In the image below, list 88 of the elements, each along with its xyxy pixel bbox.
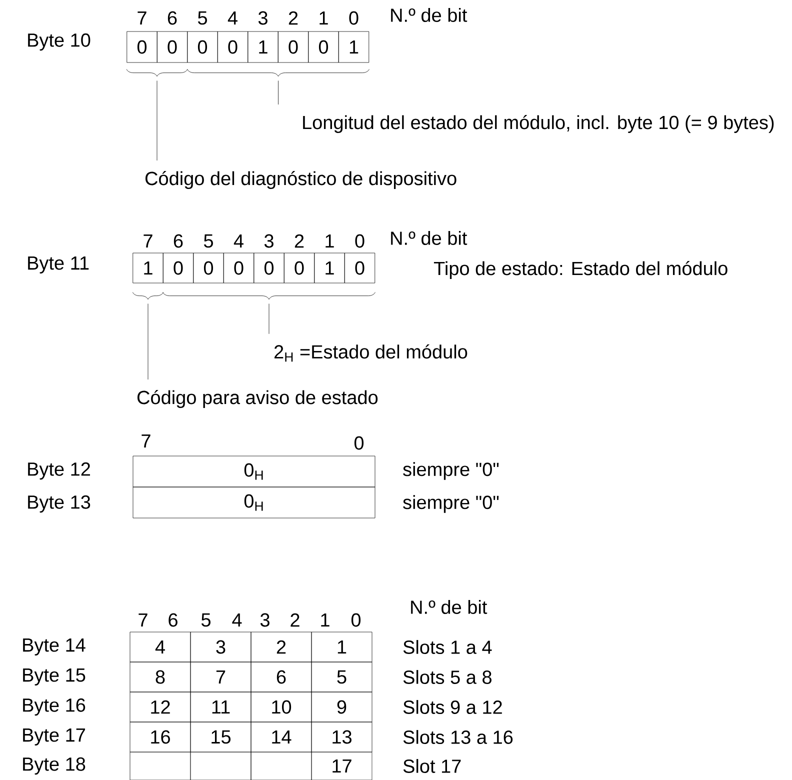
slot-cell: 8: [130, 662, 191, 692]
leader-text: Longitud del estado del módulo, incl. byte 10 (= 9 bytes): [303, 115, 774, 133]
bit-number: 7: [144, 234, 152, 248]
bit-number: 6: [174, 234, 183, 248]
bit-number: 7: [142, 434, 150, 448]
bit-cell: 0: [156, 31, 188, 63]
bit-cell: 0: [308, 31, 339, 63]
bit-cell: 1: [248, 31, 278, 63]
bit-cell: 0: [278, 31, 309, 63]
leader-line: [268, 304, 270, 334]
bit-number: 3: [260, 613, 270, 627]
byte-label: Byte 15: [23, 668, 86, 686]
leader-text: Código para aviso de estado: [138, 390, 378, 408]
leader-line: [156, 80, 158, 161]
bit-number: 0: [355, 234, 364, 248]
slot-cell: 1: [311, 632, 372, 662]
slot-cell: 10: [250, 692, 312, 722]
leader-text: Código del diagnóstico de dispositivo: [146, 171, 456, 189]
bit-number: 4: [234, 234, 244, 248]
bit-cell: 0: [284, 252, 315, 284]
brace: [126, 69, 188, 76]
byte-label: Byte 11: [28, 256, 89, 274]
bit-cell: 0: [193, 252, 224, 284]
bit-number: 4: [232, 613, 242, 627]
bit-number: 5: [201, 613, 210, 627]
bit-cell: 0: [162, 252, 194, 284]
bit-cell: 0: [217, 31, 248, 63]
bit-number: 4: [228, 11, 238, 25]
bit-number: 0: [354, 436, 364, 450]
byte-label: Byte 18: [23, 757, 86, 775]
slot-cell: 6: [250, 662, 312, 692]
bit-number: 1: [321, 613, 330, 627]
bit-number: 5: [198, 11, 207, 25]
byte-label: Byte 14: [23, 638, 86, 656]
bit-number: 6: [168, 11, 177, 25]
bit-number: 7: [138, 11, 146, 25]
bit-cell: 0: [344, 252, 376, 284]
slot-cell: 15: [190, 722, 252, 752]
slot-cell: 13: [311, 722, 372, 752]
brace: [132, 292, 164, 300]
bit-cell: 0: [254, 252, 284, 284]
bit-number: 3: [264, 234, 274, 248]
note: Slots 13 a 16: [403, 730, 513, 744]
slot-cell: 12: [130, 692, 191, 722]
bit-number: 0: [349, 11, 358, 25]
bit-number: 6: [168, 613, 178, 627]
slot-cell: 16: [130, 722, 191, 752]
bit-number: 1: [326, 234, 334, 248]
slot-cell: 2: [250, 632, 312, 662]
slot-cell: 4: [130, 632, 191, 662]
bit-number: 2: [290, 613, 300, 627]
note: siempre "0": [403, 495, 499, 513]
slot-cell: 7: [190, 662, 252, 692]
bit-number: 3: [258, 11, 268, 25]
byte-label: Byte 17: [23, 728, 85, 746]
bit-number: 0: [351, 613, 361, 627]
brace: [162, 292, 376, 300]
byte-label: Byte 16: [23, 698, 86, 716]
bit-number: 2: [294, 234, 304, 248]
note: Slots 5 a 8: [403, 670, 492, 684]
bit-number-heading: N.º de bit: [411, 600, 488, 614]
note: Slots 1 a 4: [403, 640, 492, 654]
bit-number: 5: [204, 234, 213, 248]
bit-number: 7: [138, 613, 148, 627]
bit-cell: 0: [126, 31, 158, 63]
slot-cell: 3: [190, 632, 252, 662]
leader-text: 2$_{H}$ =Estado del módulo: [274, 344, 468, 362]
brace: [187, 69, 370, 76]
bit-cell: 1: [132, 252, 164, 284]
note: Slot 17: [403, 759, 461, 773]
slot-cell: 17: [311, 752, 372, 780]
slot-cell: 11: [190, 692, 252, 722]
note: siempre "0": [403, 462, 499, 480]
byte-cell: 0$_{H}$: [132, 456, 376, 488]
bit-cell: 1: [314, 252, 345, 284]
byte-label: Byte 12: [28, 462, 90, 480]
bit-number: 2: [288, 11, 298, 25]
slot-cell: 9: [311, 692, 372, 722]
byte-cell: 0$_{H}$: [132, 486, 376, 518]
bit-cell: 1: [338, 31, 370, 63]
bit-cell: 0: [223, 252, 254, 284]
note: Slots 9 a 12: [403, 700, 502, 714]
bit-number: 1: [320, 11, 328, 25]
byte-label: Byte 13: [28, 495, 90, 513]
slot-cell: 5: [311, 662, 372, 692]
note: Tipo de estado: Estado del módulo: [434, 261, 728, 279]
bit-cell: 0: [187, 31, 218, 63]
slot-cell: 14: [250, 722, 312, 752]
